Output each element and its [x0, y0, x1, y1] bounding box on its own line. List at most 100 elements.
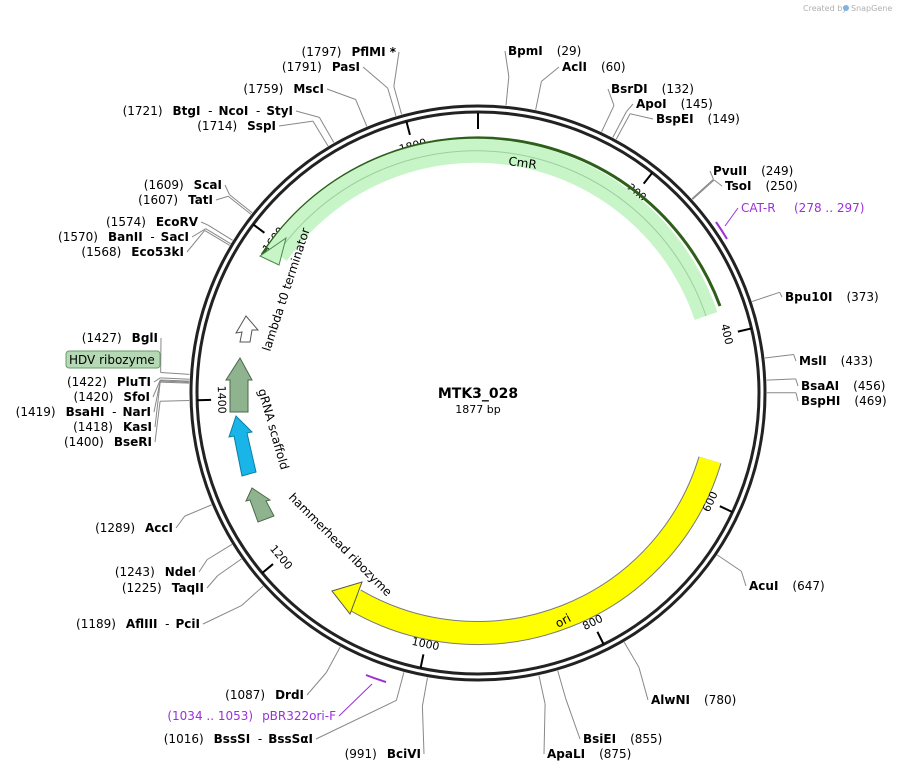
- site-leader: [612, 111, 627, 138]
- site-leader: [198, 559, 208, 573]
- site-name: NarI: [122, 405, 151, 419]
- ori-label: ori: [553, 611, 573, 631]
- ori-feature: [349, 456, 721, 645]
- site-leader: [184, 504, 212, 517]
- site-name: StyI: [266, 104, 293, 118]
- site-alwni[interactable]: AlwNI(780): [651, 693, 736, 707]
- plasmid-name: MTK3_028: [438, 386, 518, 402]
- primer-catr[interactable]: CAT-R(278 .. 297): [741, 201, 864, 215]
- site-name: PciI: [176, 617, 201, 631]
- site-bseri[interactable]: BseRI(1400): [64, 435, 152, 449]
- site-leader: [393, 51, 400, 87]
- site-leader: [153, 377, 161, 383]
- site-position: (1189): [76, 617, 116, 631]
- site-position: (1419): [16, 405, 56, 419]
- primer-name: CAT-R: [741, 201, 776, 215]
- site-apoi[interactable]: ApoI(145): [636, 97, 713, 111]
- site-position: (149): [708, 112, 740, 126]
- site-apali[interactable]: ApaLI(875): [547, 747, 631, 761]
- site-tsoi[interactable]: TsoI(250): [725, 179, 798, 193]
- site-name: AlwNI: [651, 693, 690, 707]
- site-bsphi[interactable]: BspHI(469): [801, 394, 887, 408]
- tick-mark: [419, 654, 425, 669]
- credit-brand: SnapGene: [851, 4, 892, 13]
- site-leader: [793, 354, 797, 362]
- site-banii[interactable]: SacI-BanII(1570): [58, 230, 189, 244]
- site-leader: [538, 675, 546, 704]
- site-leader: [779, 292, 783, 298]
- site-msli[interactable]: MslI(433): [799, 354, 873, 368]
- site-separator: -: [256, 104, 260, 118]
- site-eco53ki[interactable]: Eco53kI(1568): [81, 245, 184, 259]
- site-kasi[interactable]: KasI(1418): [73, 420, 152, 434]
- site-name: SfoI: [123, 390, 150, 404]
- cmr-label: CmR: [508, 154, 538, 172]
- site-name: NdeI: [165, 565, 196, 579]
- site-bpu10i[interactable]: Bpu10I(373): [785, 290, 879, 304]
- site-leader: [191, 228, 207, 238]
- site-drdi[interactable]: DrdI(1087): [225, 688, 304, 702]
- site-leader: [638, 667, 649, 701]
- site-acui[interactable]: AcuI(647): [749, 579, 825, 593]
- site-leader: [175, 515, 186, 529]
- site-position: (373): [846, 290, 878, 304]
- site-leader: [315, 699, 397, 740]
- site-position: (1422): [67, 375, 107, 389]
- site-bsiei[interactable]: BsiEI(855): [583, 732, 662, 746]
- site-leader: [224, 184, 230, 195]
- primer-name: pBR322ori-F: [262, 709, 336, 723]
- primer-pbr322orif[interactable]: pBR322ori-F(1034 .. 1053): [167, 709, 336, 723]
- site-leader: [326, 88, 356, 100]
- hammerhead-ribozyme-label: hammerhead ribozyme: [286, 490, 395, 599]
- site-ndei[interactable]: NdeI(1243): [115, 565, 196, 579]
- site-name: AclI: [562, 60, 587, 74]
- site-position: (1016): [164, 732, 204, 746]
- site-name: PluTI: [117, 375, 151, 389]
- site-leader: [227, 195, 252, 215]
- site-position: (1427): [82, 331, 122, 345]
- site-leader: [795, 392, 799, 402]
- cmr-arrowhead: [259, 236, 287, 266]
- site-position: (1721): [123, 104, 163, 118]
- site-leader: [625, 103, 634, 113]
- site-bpmi[interactable]: BpmI(29): [508, 44, 581, 58]
- site-acli[interactable]: AclI(60): [562, 60, 626, 74]
- site-bsrdi[interactable]: BsrDI(132): [611, 82, 694, 96]
- site-position: (1609): [144, 178, 184, 192]
- site-ecorv[interactable]: EcoRV(1574): [106, 215, 199, 229]
- snapgene-logo-icon: [843, 5, 849, 11]
- site-bspei[interactable]: BspEI(149): [656, 112, 740, 126]
- site-tati[interactable]: TatI(1607): [138, 193, 213, 207]
- site-bsahi[interactable]: NarI-BsaHI(1419): [16, 405, 151, 419]
- site-btgi[interactable]: StyI-NcoI-BtgI(1721): [123, 104, 293, 118]
- site-pflmi[interactable]: PflMI *(1797): [302, 45, 397, 59]
- site-pasi[interactable]: PasI(1791): [282, 60, 360, 74]
- site-acci[interactable]: AccI(1289): [95, 521, 173, 535]
- site-separator: -: [258, 732, 262, 746]
- site-leader: [200, 221, 209, 226]
- site-bsssi[interactable]: BssSαI-BssSI(1016): [164, 732, 313, 746]
- site-pluti[interactable]: PluTI (1422): [67, 375, 151, 389]
- site-position: (1797): [302, 45, 342, 59]
- site-leader: [766, 378, 796, 381]
- site-bgli[interactable]: BglI(1427): [82, 331, 158, 345]
- site-leader: [393, 86, 403, 115]
- grna-blue-arrow: [228, 415, 257, 477]
- site-sspi[interactable]: SspI(1714): [197, 119, 276, 133]
- site-name: Eco53kI: [131, 245, 184, 259]
- site-position: (1607): [138, 193, 178, 207]
- site-sfoi[interactable]: SfoI(1420): [74, 390, 150, 404]
- site-position: (875): [599, 747, 631, 761]
- site-afliii[interactable]: PciI-AflIII(1189): [76, 617, 200, 631]
- site-msci[interactable]: MscI(1759): [243, 82, 324, 96]
- primer-leader: [338, 683, 373, 717]
- site-bsaai[interactable]: BsaAI(456): [801, 379, 885, 393]
- site-leader: [306, 672, 327, 696]
- site-scai[interactable]: ScaI(1609): [144, 178, 222, 192]
- site-taqii[interactable]: TaqII(1225): [122, 581, 204, 595]
- site-bcivi[interactable]: BciVI(991): [345, 747, 421, 761]
- site-leader: [535, 81, 542, 110]
- site-position: (1791): [282, 60, 322, 74]
- site-pvuii[interactable]: PvuII(249): [713, 164, 793, 178]
